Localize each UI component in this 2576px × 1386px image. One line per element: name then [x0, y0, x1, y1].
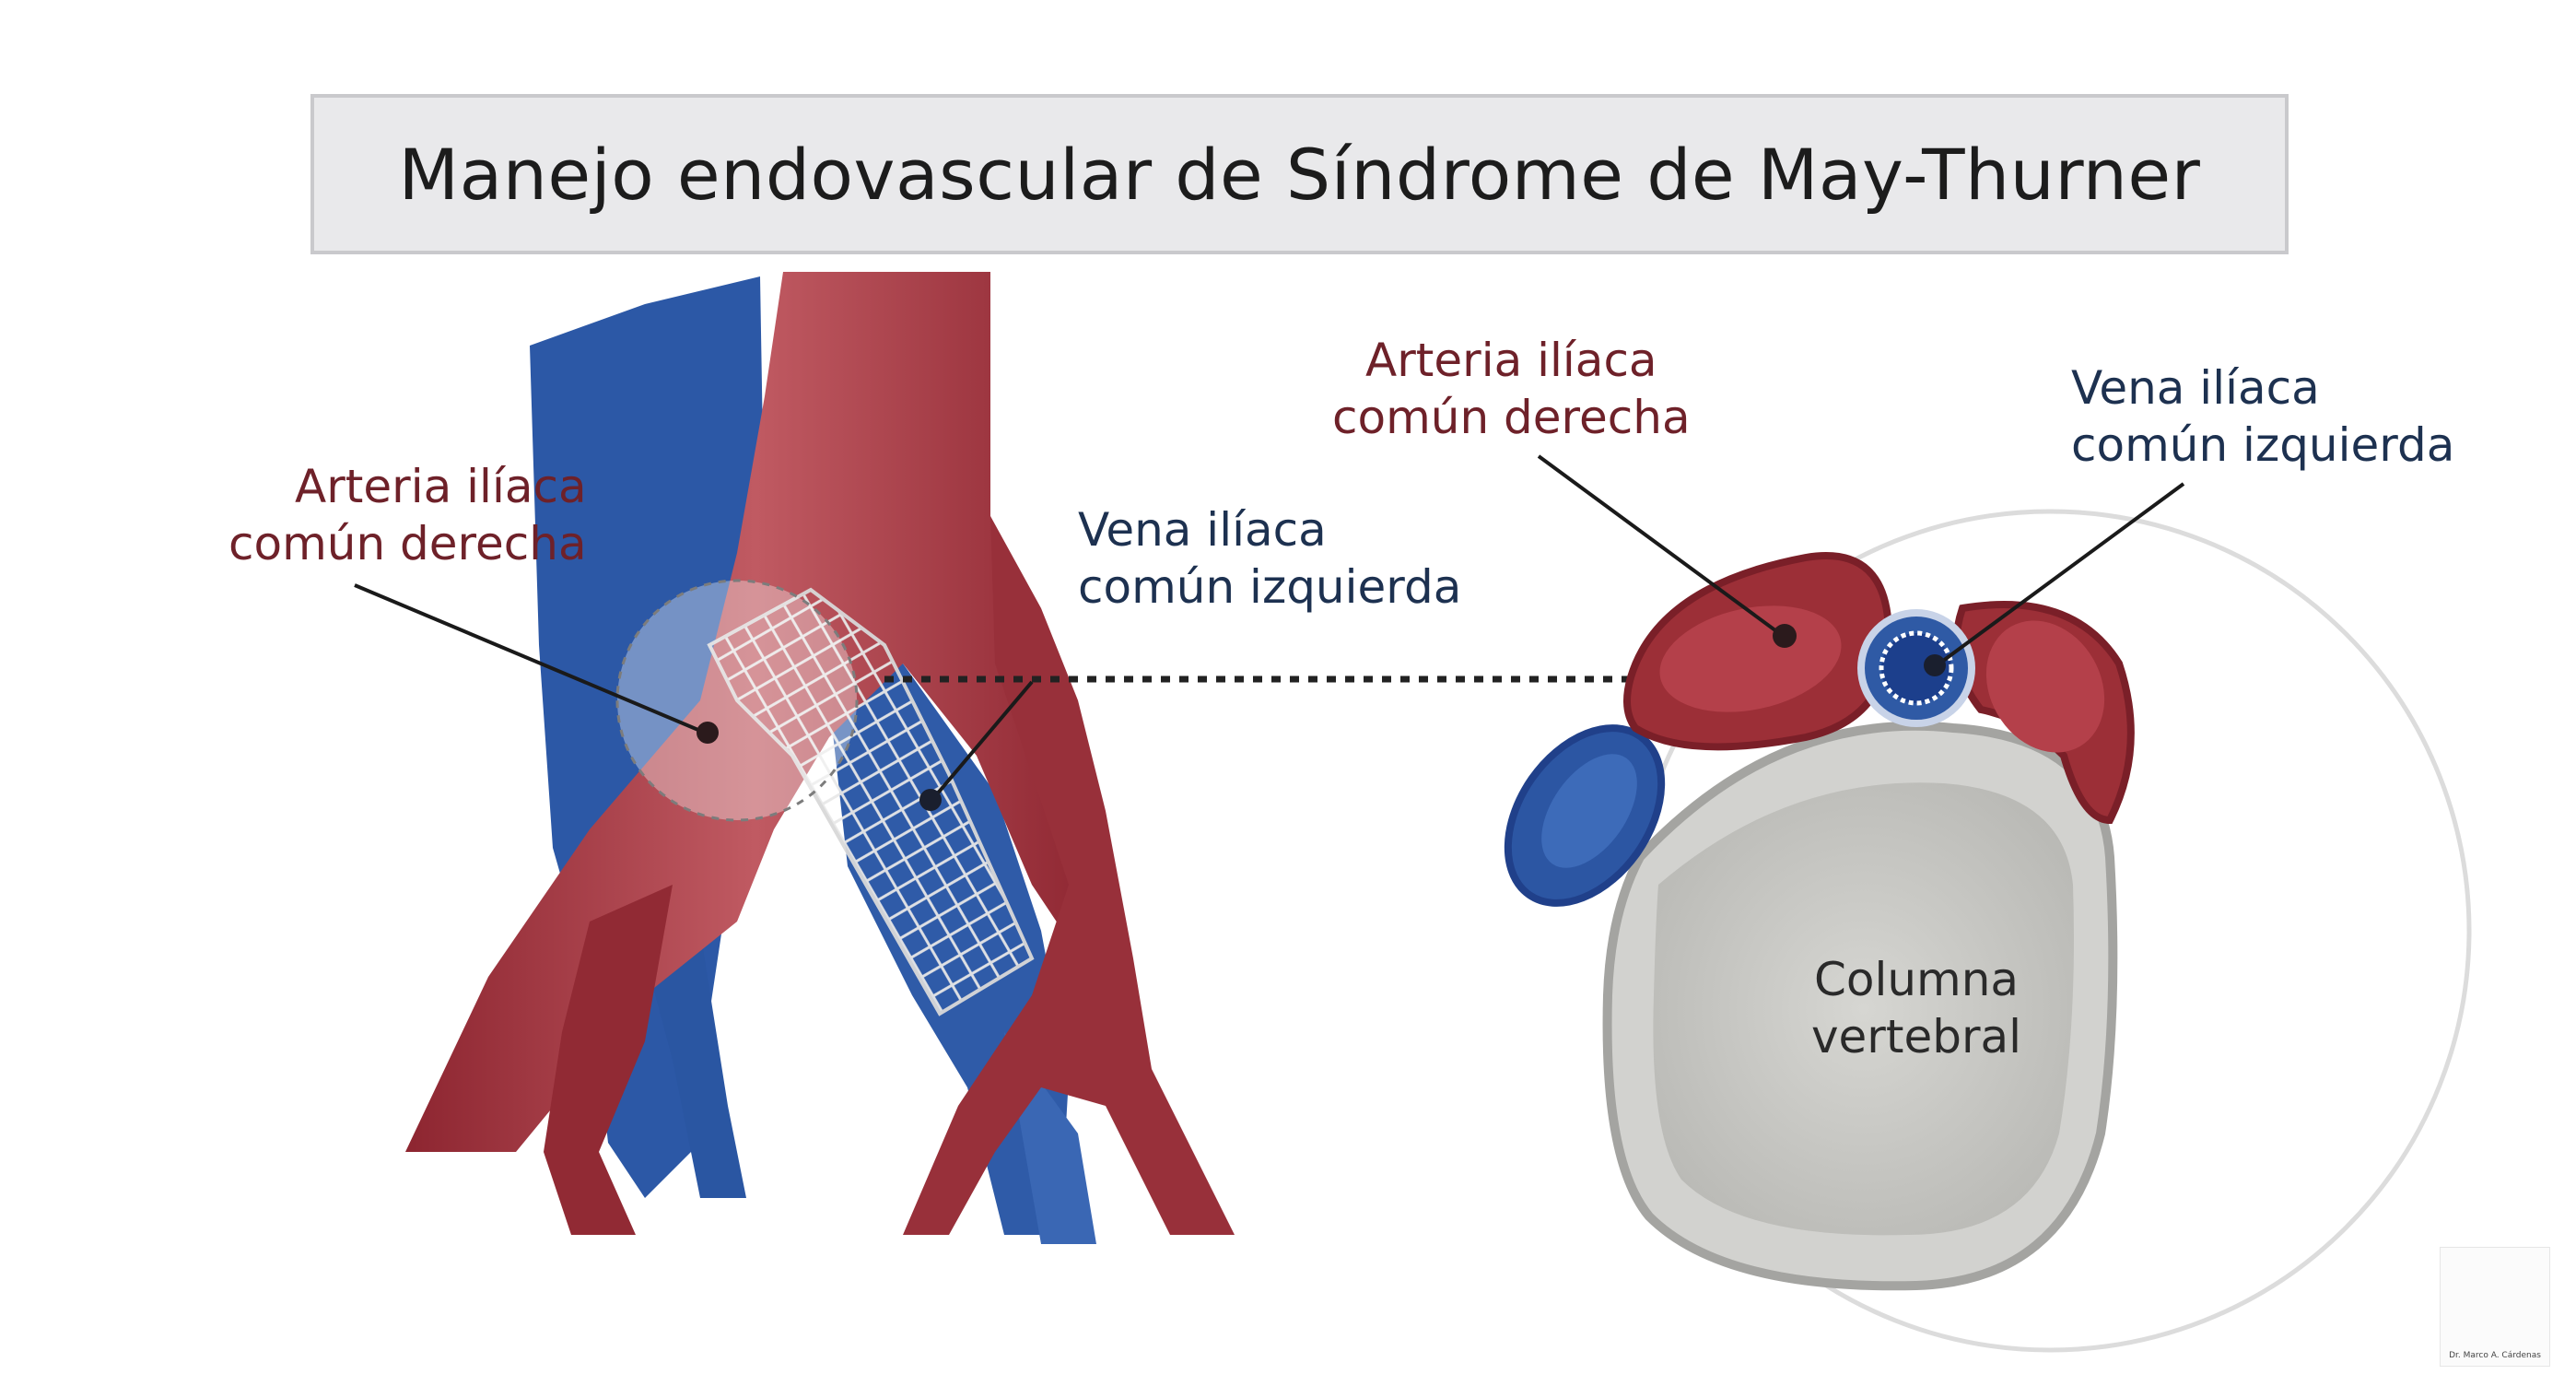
- title-banner: Manejo endovascular de Síndrome de May-T…: [310, 94, 2289, 254]
- right-vein-label-line1: Vena ilíaca: [2071, 361, 2320, 415]
- stent-section: [1879, 630, 1954, 706]
- pointer-line-artery-left: [354, 583, 706, 734]
- left-artery-label-line2: común derecha: [228, 517, 587, 570]
- left-vein-label: Vena ilíaca común izquierda: [1078, 501, 1461, 616]
- spine-label-line1: Columna: [1813, 953, 2020, 1006]
- left-vein-label-line1: Vena ilíaca: [1078, 503, 1327, 557]
- spine-label-line2: vertebral: [1810, 1010, 2022, 1063]
- pointer-dot-vein-left: [919, 789, 942, 811]
- cross-section: [1504, 454, 2472, 1353]
- page-title: Manejo endovascular de Síndrome de May-T…: [398, 133, 2201, 216]
- spine-label: Columna vertebral: [1751, 951, 2082, 1065]
- pointer-dot-artery-left: [697, 722, 719, 744]
- pointer-line-vein-left: [929, 680, 1034, 804]
- left-artery-label: Arteria ilíaca común derecha: [228, 458, 587, 572]
- right-artery-label: Arteria ilíaca común derecha: [1332, 332, 1691, 446]
- compression-highlight: [615, 579, 859, 822]
- pointer-line-vein-right: [1938, 482, 2185, 665]
- author-logo: Dr. Marco A. Cárdenas: [2440, 1247, 2550, 1367]
- left-iliac-artery: [903, 516, 1235, 1235]
- logo-caption: Dr. Marco A. Cárdenas: [2449, 1351, 2541, 1360]
- left-vessel-illustration: [354, 272, 1235, 1244]
- right-artery-label-line1: Arteria ilíaca: [1365, 334, 1657, 387]
- left-artery-label-line1: Arteria ilíaca: [295, 460, 587, 513]
- pointer-dot-vein-right: [1924, 654, 1946, 676]
- right-external-iliac-artery: [544, 885, 673, 1235]
- stent: [707, 587, 1035, 1016]
- pointer-line-artery-right: [1537, 454, 1785, 638]
- pointer-dot-artery-right: [1773, 624, 1797, 648]
- right-vein-label: Vena ilíaca común izquierda: [2071, 359, 2454, 474]
- right-vein-label-line2: común izquierda: [2071, 418, 2455, 472]
- right-artery-label-line2: común derecha: [1332, 391, 1691, 444]
- left-vein-label-line2: común izquierda: [1078, 560, 1462, 614]
